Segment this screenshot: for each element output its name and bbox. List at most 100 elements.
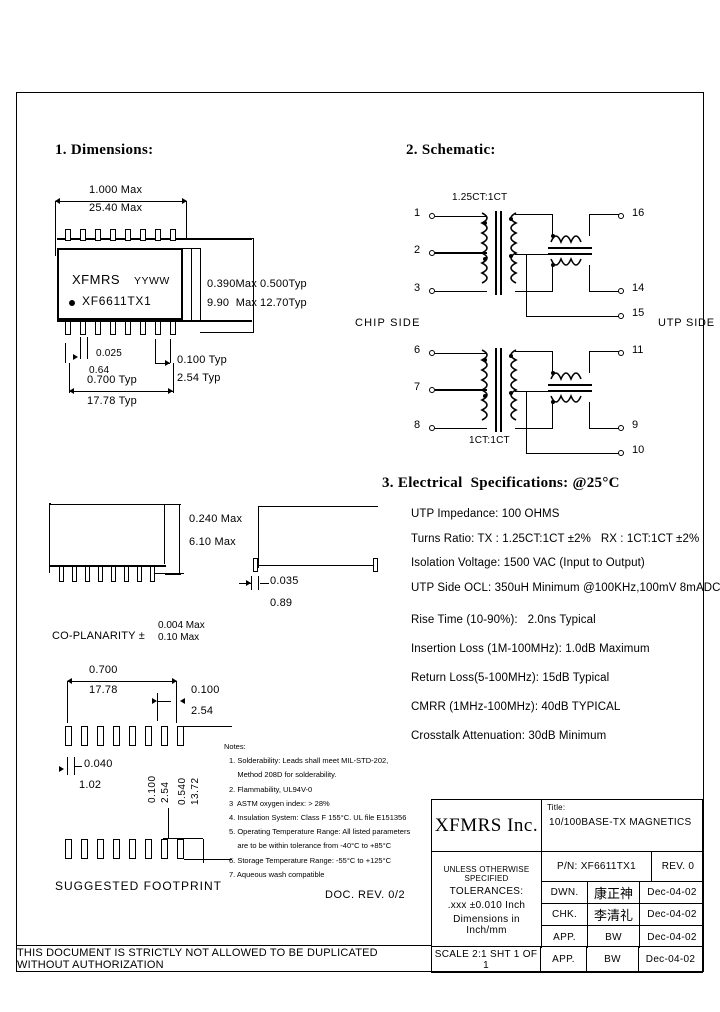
lead-pin (80, 321, 86, 335)
footprint-pad-width-mm: 1.02 (79, 779, 102, 791)
package-part-marking: XF6611TX1 (82, 294, 152, 308)
schematic-pin-label: 14 (632, 282, 645, 294)
arrow-span-right (168, 388, 173, 394)
pitch-mm: 2.54 Typ (177, 372, 221, 384)
package-datecode-marking: YYWW (134, 275, 170, 287)
side-lead (85, 566, 90, 582)
package-overall-inch: 0.500Typ (260, 278, 307, 290)
title-cell: Title: 10/100BASE-TX MAGNETICS (542, 800, 704, 852)
footprint-pad (145, 839, 152, 859)
banner-app-label-cell: APP. (541, 947, 587, 973)
note-item: Method 208D for solderability. (229, 770, 337, 779)
package-brand-marking: XFMRS (72, 272, 120, 287)
schematic-ct-wire-h (526, 453, 619, 454)
schematic-terminal (429, 288, 435, 294)
schematic-choke-coil-top (550, 235, 582, 244)
side-lead (72, 566, 77, 582)
schematic-wire (589, 265, 590, 291)
footprint-pad (81, 726, 88, 746)
side-lead (98, 566, 103, 582)
section-electrical-title: 3. Electrical Specifications: @25°C (382, 475, 620, 491)
footprint-pad (177, 839, 184, 859)
lead-width-ext-2 (87, 337, 88, 359)
package-height-inch: 0.390Max (207, 278, 257, 290)
schematic-terminal (618, 288, 624, 294)
pin1-dot-icon (69, 300, 75, 306)
lead-pin (110, 321, 116, 335)
sideview-dummy (49, 503, 51, 504)
schematic-choke-core (548, 247, 592, 249)
polarity-dot-icon (509, 254, 513, 258)
footprint-pitch-inch: 0.100 (191, 684, 220, 696)
banner-app-label: APP. (552, 954, 575, 965)
rowgap-tick (163, 838, 203, 839)
arrow-left-width (55, 198, 60, 204)
xsec-top-edge (258, 506, 378, 507)
drawing-canvas: 1. Dimensions: 2. Schematic: 1.000 Max 2… (17, 93, 720, 973)
dim-line-width (55, 201, 185, 202)
schematic-pin-label: 2 (414, 244, 421, 256)
schematic-pin-label: 16 (632, 207, 645, 219)
lead-width-mm: 0.64 (89, 365, 110, 376)
app-label-cell: APP. (542, 926, 588, 948)
lead-width-ext-1 (80, 337, 81, 359)
xsec-lead-left (253, 558, 258, 572)
schematic-choke-coil-bot (550, 257, 582, 266)
chk-date: Dec-04-02 (647, 909, 697, 920)
schematic-choke-core (548, 390, 592, 392)
package-width-mm: 25.40 Max (89, 202, 143, 214)
arrow-fp-span-left (67, 678, 72, 684)
side-height-tick-top (165, 504, 181, 505)
footprint-pad (97, 726, 104, 746)
company-cell: XFMRS Inc. (432, 800, 542, 852)
polarity-dot-icon (483, 358, 487, 362)
polarity-dot-icon (483, 221, 487, 225)
pitch-ext-2 (170, 339, 171, 363)
fp-span-ext-left (67, 681, 68, 723)
coplanarity-mm: 0.10 Max (158, 631, 200, 643)
span-ext-right (173, 363, 174, 393)
lead-pin (95, 229, 101, 241)
bottom-lead-baseline (57, 320, 252, 322)
spec-line: Insertion Loss (1M-100MHz): 1.0dB Maximu… (411, 643, 650, 655)
note-item: 5. Operating Temperature Range: All list… (229, 827, 411, 836)
drawing-sheet: 1. Dimensions: 2. Schematic: 1.000 Max 2… (16, 92, 720, 973)
sideview-top-edge (49, 504, 165, 505)
banner-app-signature: BW (604, 954, 621, 965)
side-height-mm: 6.10 Max (189, 536, 236, 548)
spec-line: Turns Ratio: TX : 1.25CT:1CT ±2% RX : 1C… (411, 533, 700, 545)
schematic-pin-label: 7 (414, 381, 421, 393)
footprint-pad (113, 839, 120, 859)
lead-pin (125, 229, 131, 241)
note-item: 1. Solderability: Leads shall meet MIL-S… (229, 756, 389, 765)
notes-heading: Notes: (224, 742, 246, 751)
schematic-wire (589, 351, 590, 373)
side-lead (124, 566, 129, 582)
schematic-terminal (618, 425, 624, 431)
thk-ext-2 (258, 576, 259, 590)
schematic-ct-wire (526, 254, 527, 316)
lead-pin (140, 229, 146, 241)
schematic-pin-label: 3 (414, 282, 421, 294)
package-body (57, 248, 183, 320)
spec-line: CMRR (1MHz-100MHz): 40dB TYPICAL (411, 701, 621, 713)
arrow-fp-pitch-2 (180, 698, 185, 704)
schematic-wire (435, 353, 487, 354)
spec-line: Crosstalk Attenuation: 30dB Minimum (411, 730, 607, 742)
lead-pin (125, 321, 131, 335)
banner-app-signature-cell: BW (587, 947, 639, 973)
footprint-pad (129, 726, 136, 746)
schematic-wire-ct (435, 389, 487, 391)
copyright-banner: THIS DOCUMENT IS STRICTLY NOT ALLOWED TO… (17, 945, 431, 971)
tolerance-cell: UNLESS OTHERWISE SPECIFIED TOLERANCES: .… (432, 852, 542, 948)
chk-signature: 李清礼 (593, 909, 633, 924)
schematic-core-line (495, 211, 497, 295)
app-date-cell: Dec-04-02 (640, 926, 704, 948)
polarity-dot-icon (551, 263, 555, 267)
side-lead (111, 566, 116, 582)
schematic-wire (589, 428, 619, 429)
pitch-inch: 0.100 Typ (177, 354, 227, 366)
arrow-pad-width (59, 766, 64, 772)
dim-height-line (191, 248, 192, 322)
arrow-right-width (182, 198, 187, 204)
